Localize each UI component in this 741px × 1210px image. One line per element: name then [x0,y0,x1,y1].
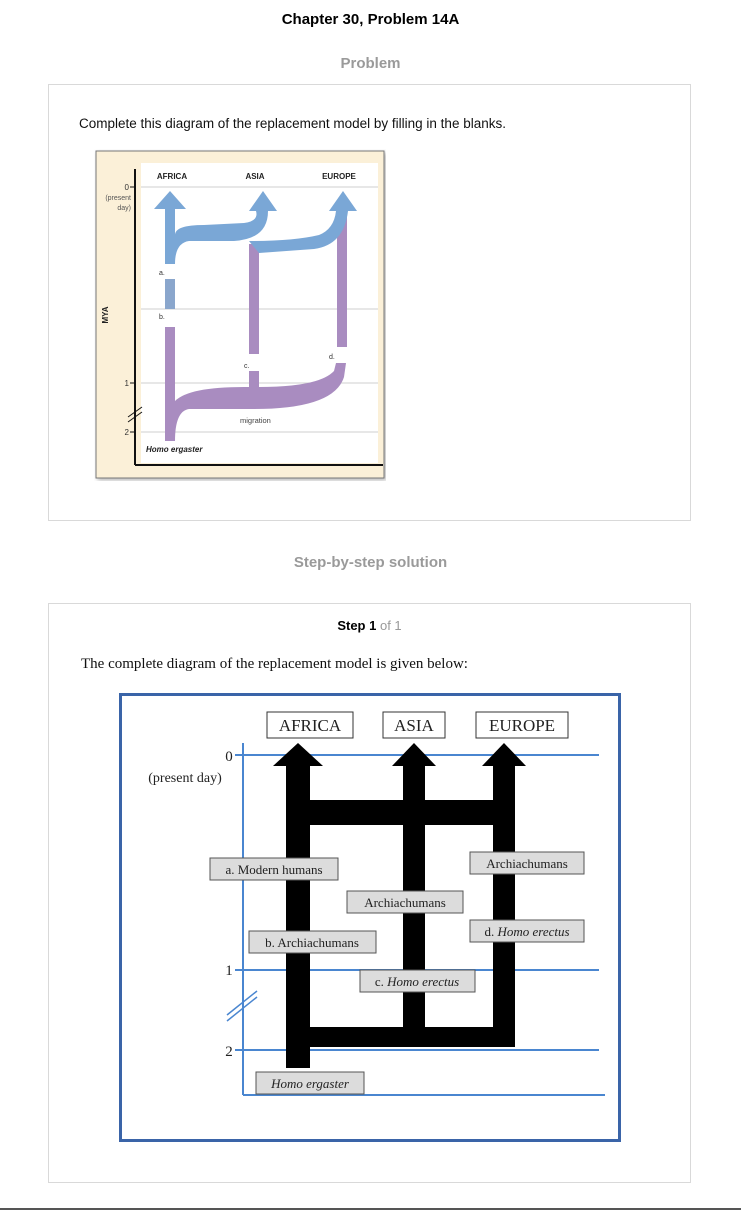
solution-region-europe: EUROPE [489,716,555,735]
problem-blue-tree-right [249,191,357,253]
problem-axis-label: MYA [101,306,110,323]
solution-frame [119,693,621,1142]
problem-tick-one: 1 [125,379,130,388]
page-title: Chapter 30, Problem 14A [281,11,460,28]
problem-region-europe: EUROPE [322,172,356,181]
problem-blue-segment [165,279,175,309]
solution-europe-bar [493,765,515,1041]
problem-migration-label: migration [240,416,271,425]
problem-tick-zero: 0 [125,183,130,192]
answer-text: The complete diagram of the replacement … [81,656,468,672]
problem-text: Complete this diagram of the replacement… [79,116,506,131]
problem-region-africa: AFRICA [157,172,187,181]
solution-lower-crossbar [286,1027,515,1047]
solution-heading: Step-by-step solution [293,554,448,571]
problem-origin-label: Homo ergaster [146,445,203,454]
problem-blue-tree-left [154,191,277,264]
solution-tick-zero: 0 [225,749,233,765]
problem-blank-b: b. [159,314,165,321]
problem-blank-a: a. [159,270,165,277]
problem-heading: Problem [340,55,401,72]
solution-origin-label: Homo ergaster [270,1076,350,1091]
solution-africa-arrow [273,743,323,766]
problem-tick-zero-sub2: day) [117,205,131,212]
solution-label-asia-mid: Archiachumans [364,895,446,910]
solution-tick-two: 2 [225,1044,233,1060]
solution-tick-zero-sub: (present day) [148,771,222,786]
step-label: Step 1 [337,618,377,633]
solution-europe-arrow [482,743,526,766]
problem-purple-tree [165,327,346,441]
step-of: of 1 [379,618,402,633]
step-heading: Step 1 of 1 [49,618,690,633]
solution-asia-arrow [392,743,436,766]
solution-region-asia: ASIA [394,716,434,735]
solution-label-a: a. Modern humans [225,862,322,877]
problem-blank-d: d. [329,354,335,361]
bottom-rule [0,1208,741,1210]
problem-tick-two: 2 [125,428,130,437]
solution-upper-crossbar [286,800,515,825]
problem-card: Complete this diagram of the replacement… [48,84,691,521]
solution-label-b: b. Archiachumans [265,935,359,950]
problem-europe-bar [337,214,347,347]
solution-label-c: c. Homo erectus [375,974,459,989]
problem-tick-zero-sub1: (present [105,195,131,202]
solution-card: Step 1 of 1 The complete diagram of the … [48,603,691,1183]
problem-diagram: AFRICA ASIA EUROPE 0 (present day) 1 2 M… [95,150,385,479]
solution-label-d: d. Homo erectus [484,924,569,939]
problem-blank-c: c. [244,363,250,370]
solution-tick-one: 1 [225,963,233,979]
problem-region-asia: ASIA [245,172,264,181]
solution-diagram: AFRICA ASIA EUROPE 0 (present day) 1 2 a… [119,693,621,1142]
solution-label-europe-mid: Archiachumans [486,856,568,871]
solution-region-africa: AFRICA [279,716,342,735]
problem-asia-bar [249,244,259,354]
